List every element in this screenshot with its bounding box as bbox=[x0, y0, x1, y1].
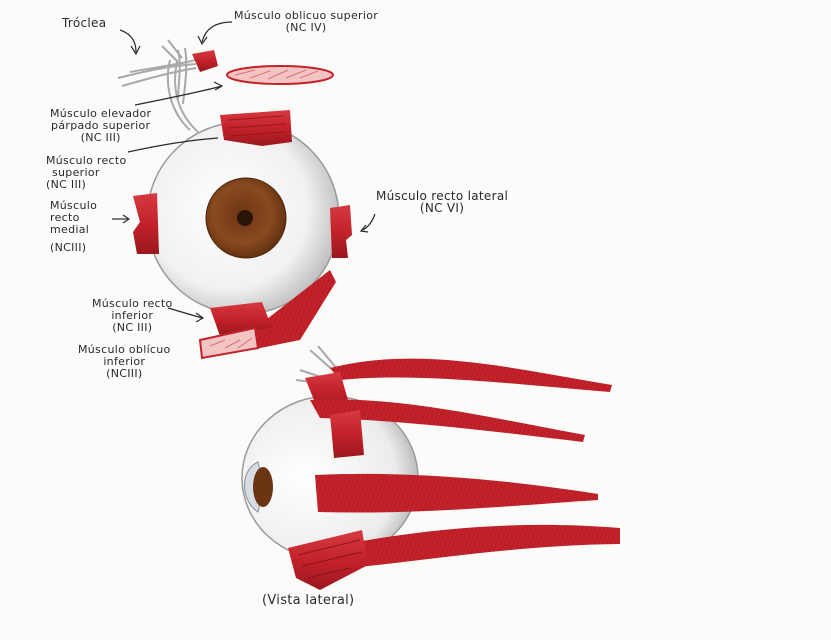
inferior-rectus-lateral bbox=[340, 524, 620, 568]
front-eye-group bbox=[117, 39, 352, 360]
label-oblicuo-inferior-line2: inferior bbox=[103, 355, 146, 368]
label-troclea: Tróclea bbox=[62, 16, 107, 30]
label-recto-medial-line2: recto bbox=[50, 211, 80, 224]
label-recto-inferior: Músculo recto inferior (NC III) bbox=[92, 298, 173, 334]
leader-lines bbox=[112, 21, 376, 323]
label-recto-medial-line1: Músculo bbox=[50, 199, 98, 212]
label-oblicuo-superior: Músculo oblicuo superior (NC IV) bbox=[234, 10, 378, 34]
label-oblicuo-superior-nerve: (NC IV) bbox=[285, 21, 327, 34]
medial-rectus-front bbox=[133, 193, 159, 254]
label-recto-lateral-name: Músculo recto lateral bbox=[376, 189, 509, 203]
label-recto-lateral: Músculo recto lateral (NC VI) bbox=[376, 190, 508, 214]
label-recto-medial-nerve: (NCIII) bbox=[50, 241, 87, 254]
label-elevador-nerve: (NC III) bbox=[80, 131, 121, 144]
label-elevador: Músculo elevador párpado superior (NC II… bbox=[50, 108, 151, 144]
label-recto-superior-line2: superior bbox=[52, 166, 100, 179]
lateral-iris bbox=[253, 467, 273, 507]
label-oblicuo-inferior: Músculo oblícuo inferior (NCIII) bbox=[78, 344, 171, 380]
label-elevador-line1: Músculo elevador bbox=[50, 107, 152, 120]
superior-rectus-lateral bbox=[310, 399, 585, 442]
label-recto-medial-line3: medial bbox=[50, 223, 90, 236]
superior-oblique-lateral bbox=[330, 358, 612, 392]
inferior-oblique-front bbox=[240, 270, 336, 350]
label-oblicuo-superior-name: Músculo oblicuo superior bbox=[234, 9, 379, 22]
inferior-oblique-section bbox=[198, 326, 260, 360]
label-recto-superior-line1: Músculo recto bbox=[46, 154, 127, 167]
label-recto-inferior-line2: inferior bbox=[111, 309, 154, 322]
label-recto-inferior-line1: Músculo recto bbox=[92, 297, 173, 310]
label-recto-superior: Músculo recto superior (NC III) bbox=[46, 155, 127, 191]
label-recto-inferior-nerve: (NC III) bbox=[112, 321, 153, 334]
lateral-rectus-lateral bbox=[315, 473, 598, 513]
label-oblicuo-inferior-line1: Músculo oblícuo bbox=[78, 343, 171, 356]
label-recto-lateral-nerve: (NC VI) bbox=[419, 201, 465, 215]
lateral-rectus-front bbox=[330, 205, 352, 258]
inferior-rectus-front bbox=[210, 302, 272, 336]
superior-oblique-section bbox=[226, 65, 334, 85]
trochlea-tendon bbox=[117, 39, 199, 133]
label-vista-lateral: (Vista lateral) bbox=[262, 593, 355, 608]
lateral-eye-group bbox=[241, 345, 620, 590]
superior-oblique-tab bbox=[192, 50, 218, 72]
label-oblicuo-inferior-nerve: (NCIII) bbox=[106, 367, 143, 380]
label-recto-superior-nerve: (NC III) bbox=[46, 178, 87, 191]
label-elevador-line2: párpado superior bbox=[51, 119, 151, 132]
pupil bbox=[237, 210, 253, 226]
label-recto-medial: Músculo recto medial (NCIII) bbox=[50, 200, 97, 254]
